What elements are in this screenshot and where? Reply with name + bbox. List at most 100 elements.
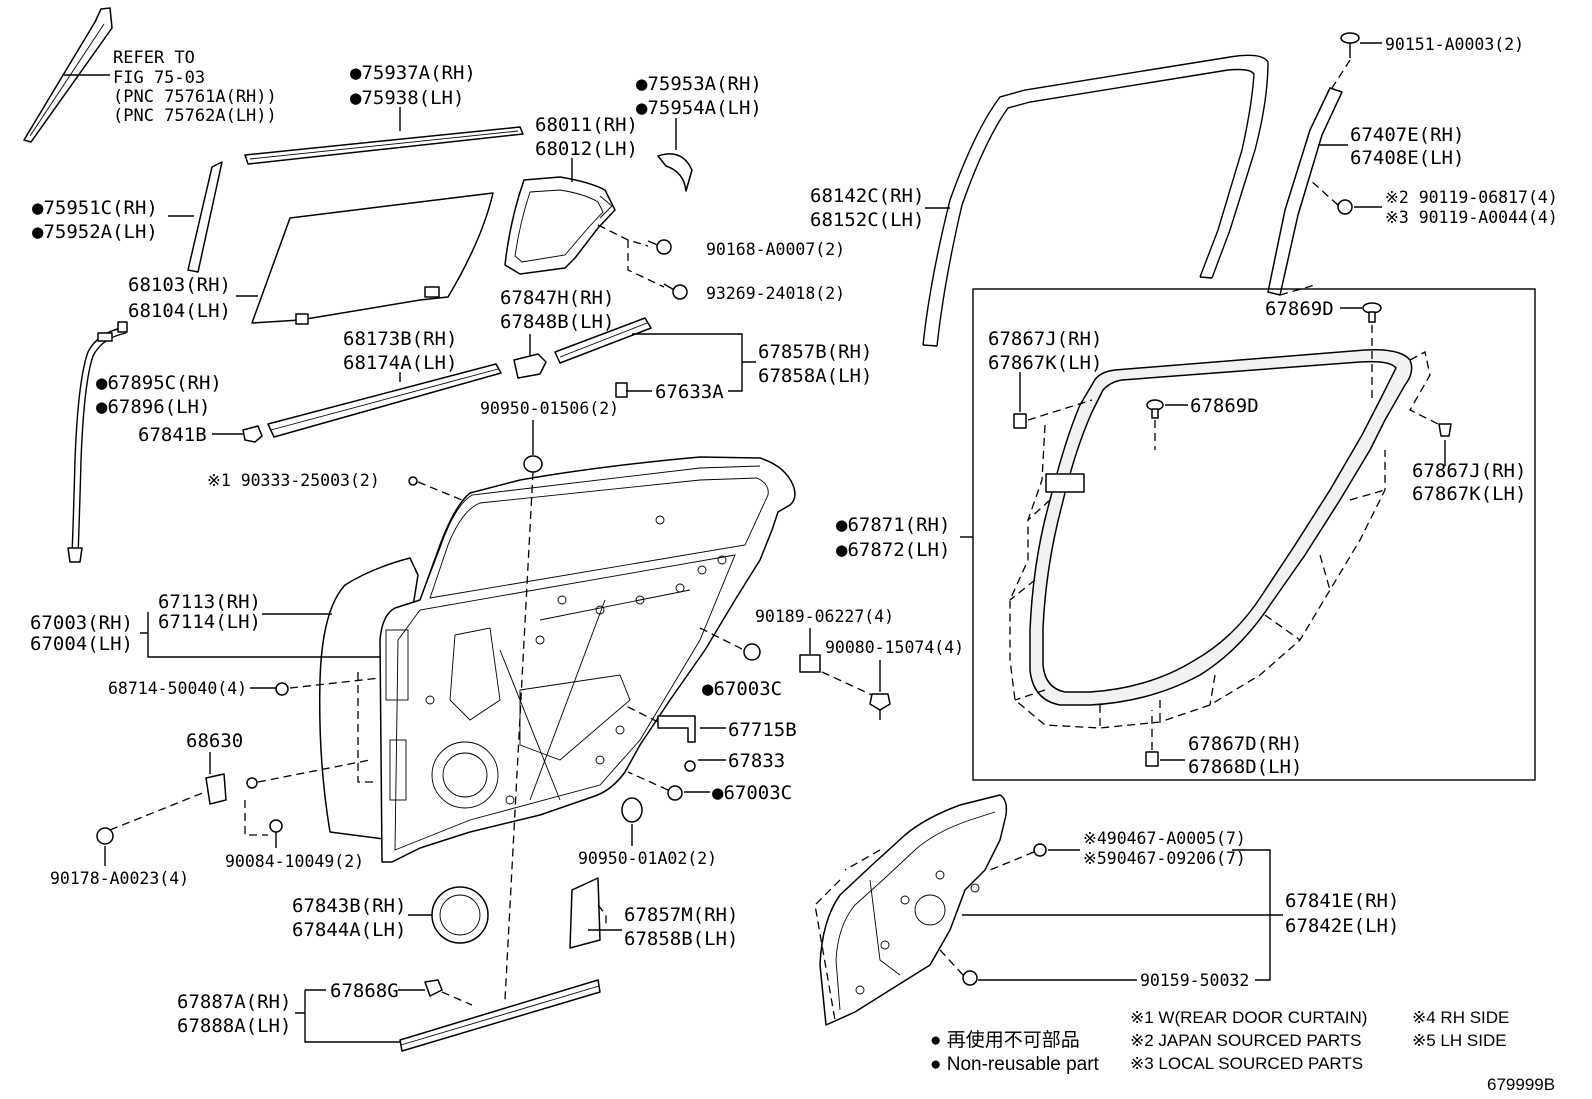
callout-75953a: ●75953A(RH): [636, 73, 762, 95]
legend-non-reusable-en: ● Non-reusable part: [930, 1054, 1100, 1075]
callout-labels: REFER TO FIG 75-03 (PNC 75761A(RH)) (PNC…: [30, 35, 1558, 1037]
quarter-glass-bolts: [597, 224, 688, 300]
callout-90080: 90080-15074(4): [825, 638, 964, 657]
callout-67871: ●67871(RH): [836, 514, 950, 536]
callout-75954a: ●75954A(LH): [636, 97, 762, 119]
callout-67114: 67114(LH): [158, 611, 261, 633]
callout-68142c: 68142C(RH): [810, 185, 924, 207]
lower-parts: [399, 877, 607, 1052]
callout-67003: 67003(RH): [30, 612, 133, 634]
door-inner-panel: [379, 456, 796, 863]
callout-90467-a0005: ※490467-A0005(7): [1083, 829, 1246, 848]
callout-67867k-left: 67867K(LH): [988, 352, 1102, 374]
callout-67896: ●67896(LH): [96, 396, 210, 418]
callout-90950-01a02: 90950-01A02(2): [578, 849, 717, 868]
callout-68630: 68630: [186, 730, 243, 752]
callout-67858b: 67858B(LH): [624, 928, 738, 950]
callout-67895c: ●67895C(RH): [96, 372, 222, 394]
callout-90950-01506: 90950-01506(2): [480, 399, 619, 418]
callout-90178: 90178-A0023(4): [50, 869, 189, 888]
callout-90084: 90084-10049(2): [225, 852, 364, 871]
callout-67842e: 67842E(LH): [1285, 915, 1399, 937]
callout-67872: ●67872(LH): [836, 539, 950, 561]
callout-90119-a0044: ※3 90119-A0044(4): [1385, 208, 1558, 227]
callout-67867d: 67867D(RH): [1188, 733, 1302, 755]
belt-weatherstrip: [267, 363, 502, 438]
refer-note-line-1: REFER TO: [113, 48, 195, 68]
callout-68174a: 68174A(LH): [343, 352, 457, 374]
callout-67868d: 67868D(LH): [1188, 756, 1302, 778]
callout-67841b: 67841B: [138, 424, 207, 446]
callout-68173b: 68173B(RH): [343, 328, 457, 350]
legend: ● 再使用不可部品 ● Non-reusable part ※1 W(REAR …: [930, 1008, 1555, 1094]
legend-note-1: ※1 W(REAR DOOR CURTAIN): [1130, 1008, 1367, 1027]
callout-67408e: 67408E(LH): [1350, 147, 1464, 169]
stopper-clip: [242, 425, 263, 443]
callout-67003c-lower: ●67003C: [712, 782, 792, 804]
callout-90119-06817: ※2 90119-06817(4): [1385, 188, 1558, 207]
callout-90333: ※1 90333-25003(2): [207, 471, 380, 490]
refer-note-line-2: FIG 75-03: [113, 68, 205, 88]
callout-67633a: 67633A: [655, 381, 724, 403]
callout-67003c-upper: ●67003C: [702, 678, 782, 700]
callout-90467-09206: ※590467-09206(7): [1083, 849, 1246, 868]
callout-67844a: 67844A(LH): [292, 919, 406, 941]
callout-67888a: 67888A(LH): [177, 1015, 291, 1037]
callout-90189: 90189-06227(4): [755, 607, 894, 626]
legend-note-2: ※2 JAPAN SOURCED PARTS: [1130, 1031, 1362, 1050]
legend-note-4: ※4 RH SIDE: [1412, 1008, 1509, 1027]
callout-67869d-upper: 67869D: [1265, 298, 1334, 320]
leader-lines: [62, 42, 1446, 1043]
window-cable: [67, 321, 128, 563]
run-channel: [554, 317, 652, 398]
door-trim-board: [814, 794, 1047, 1026]
weatherstrip-detail-box: [972, 288, 1536, 781]
upper-frame-molding: [244, 126, 524, 165]
callout-67113: 67113(RH): [158, 591, 261, 613]
quarter-window-glass: [504, 176, 616, 275]
callout-67848b: 67848B(LH): [500, 311, 614, 333]
callout-68012: 68012(LH): [535, 138, 638, 160]
callout-67887a: 67887A(RH): [177, 991, 291, 1013]
callout-67869d-lower: 67869D: [1190, 395, 1259, 417]
callout-67867j-left: 67867J(RH): [988, 328, 1102, 350]
refer-note-line-4: (PNC 75762A(LH)): [113, 106, 277, 126]
callout-68714: 68714-50040(4): [108, 679, 247, 698]
callout-90159: 90159-50032: [1140, 971, 1249, 990]
pillar-strip: [187, 161, 223, 273]
corner-garnish: [657, 153, 693, 192]
callout-67715b: 67715B: [728, 719, 797, 741]
callout-75938: ●75938(LH): [350, 87, 464, 109]
grommet: [523, 455, 543, 473]
door-fasteners: [96, 471, 891, 1001]
callout-67868g: 67868G: [330, 980, 399, 1002]
refer-note-line-3: (PNC 75761A(RH)): [113, 87, 277, 107]
callout-68152c: 68152C(LH): [810, 209, 924, 231]
door-frame-weatherstrip: [922, 54, 1269, 347]
callout-67841e: 67841E(RH): [1285, 890, 1399, 912]
callout-75937a: ●75937A(RH): [350, 62, 476, 84]
callout-67858a: 67858A(LH): [758, 365, 872, 387]
callout-67867j-right: 67867J(RH): [1412, 460, 1526, 482]
callout-67004: 67004(LH): [30, 633, 133, 655]
legend-non-reusable-jp: ● 再使用不可部品: [930, 1029, 1080, 1051]
callout-90151: 90151-A0003(2): [1385, 35, 1524, 54]
frame-garnish: [1267, 32, 1360, 296]
callout-67857b: 67857B(RH): [758, 341, 872, 363]
callout-75952a: ●75952A(LH): [32, 221, 158, 243]
division-bar-clip: [513, 353, 547, 379]
callout-67407e: 67407E(RH): [1350, 124, 1464, 146]
callout-67843b: 67843B(RH): [292, 895, 406, 917]
callout-67857m: 67857M(RH): [624, 904, 738, 926]
door-glass: [251, 192, 494, 325]
callout-68011: 68011(RH): [535, 114, 638, 136]
callout-68104: 68104(LH): [128, 300, 231, 322]
callout-67847h: 67847H(RH): [500, 287, 614, 309]
callout-93269: 93269-24018(2): [706, 284, 845, 303]
callout-68103: 68103(RH): [128, 274, 231, 296]
legend-note-3: ※3 LOCAL SOURCED PARTS: [1130, 1054, 1363, 1073]
callout-67867k-right: 67867K(LH): [1412, 483, 1526, 505]
diagram-code: 679999B: [1487, 1075, 1555, 1094]
legend-note-5: ※5 LH SIDE: [1412, 1031, 1507, 1050]
